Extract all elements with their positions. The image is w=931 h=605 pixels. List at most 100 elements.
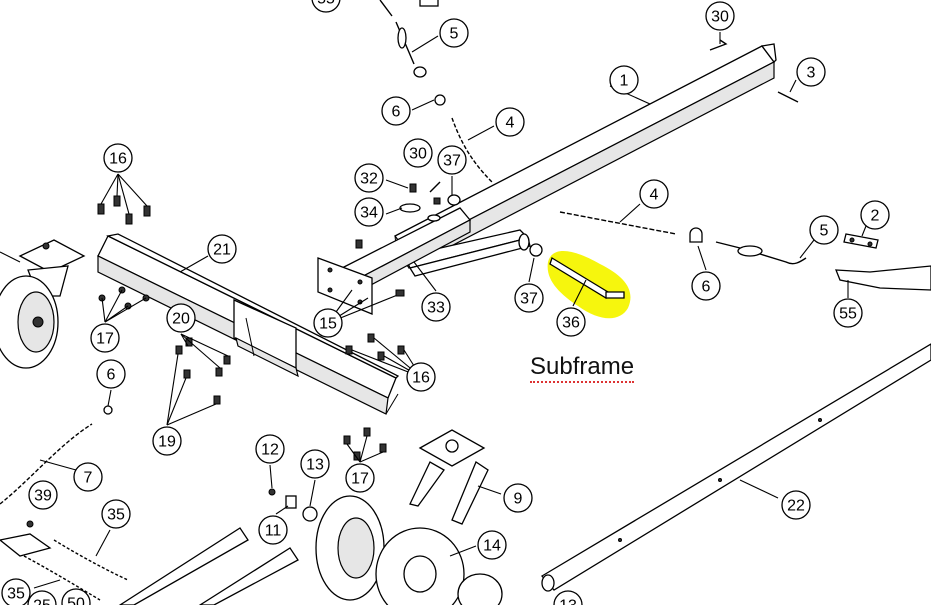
callout-16: 16: [103, 143, 133, 173]
pin-and-clip: [709, 32, 799, 103]
callout-label: 25: [33, 598, 51, 605]
callout-5: 5: [809, 215, 839, 245]
callout-20: 20: [166, 303, 196, 333]
callout-label: 6: [107, 367, 116, 384]
bolts-group-20-19: [166, 333, 231, 426]
callout-50: 50: [61, 588, 91, 605]
callout-label: 5: [450, 26, 459, 43]
top-turnbuckle-chain: [379, 0, 495, 183]
callout-label: 6: [702, 279, 711, 296]
callout-label: 37: [520, 291, 538, 308]
callout-labels: 5553013641630373234422156373655331517201…: [1, 0, 890, 605]
callout-1: 1: [609, 65, 639, 95]
lower-left-frame: [0, 389, 299, 605]
callout-35: 35: [1, 578, 31, 605]
callout-label: 17: [96, 331, 114, 348]
callout-label: 14: [483, 538, 501, 555]
callout-label: 35: [7, 586, 25, 603]
caster-wheel-left: [0, 239, 86, 369]
callout-32: 32: [354, 163, 384, 193]
callout-label: 13: [559, 598, 577, 605]
callout-label: 6: [392, 104, 401, 121]
callout-2: 2: [860, 200, 890, 230]
callout-4: 4: [639, 179, 669, 209]
front-subframe: [97, 233, 400, 415]
callout-label: 17: [351, 471, 369, 488]
callout-label: 7: [84, 470, 93, 487]
callout-25: 25: [27, 590, 57, 605]
callout-label: 20: [172, 311, 190, 328]
callout-35: 35: [101, 499, 131, 529]
callout-55: 55: [833, 298, 863, 328]
callout-label: 30: [711, 9, 729, 26]
callout-label: 16: [412, 370, 430, 387]
callout-label: 13: [306, 457, 324, 474]
callout-label: 12: [261, 442, 279, 459]
callout-label: 32: [360, 171, 378, 188]
callout-21: 21: [207, 234, 237, 264]
callout-55: 55: [311, 0, 341, 13]
callout-36: 36: [556, 307, 586, 337]
callout-label: 4: [650, 187, 659, 204]
callout-34: 34: [354, 197, 384, 227]
callout-label: 30: [409, 146, 427, 163]
callout-label: 11: [265, 523, 282, 540]
diagram-caption: Subframe: [530, 353, 635, 383]
callout-label: 55: [839, 306, 857, 323]
callout-label: 55: [317, 0, 335, 8]
callout-17: 17: [345, 463, 375, 493]
callout-label: 50: [67, 596, 85, 605]
callout-6: 6: [381, 96, 411, 126]
callout-label: 5: [820, 223, 829, 240]
callout-14: 14: [477, 530, 507, 560]
callout-7: 7: [73, 462, 103, 492]
mounting-plate: [317, 257, 373, 315]
callout-19: 19: [152, 426, 182, 456]
callout-17: 17: [90, 323, 120, 353]
callout-label: 19: [158, 434, 176, 451]
callout-label: 1: [620, 73, 629, 90]
callout-6: 6: [96, 359, 126, 389]
callout-label: 3: [807, 65, 816, 82]
wheel-and-tire: [268, 464, 503, 605]
bolts-group-16-top: [97, 173, 151, 225]
callout-label: 35: [107, 507, 125, 524]
callout-37: 37: [514, 283, 544, 313]
callout-label: 16: [109, 151, 127, 168]
callout-3: 3: [796, 57, 826, 87]
callout-11: 11: [258, 515, 288, 545]
tongue-beam: [341, 43, 777, 295]
callout-39: 39: [28, 480, 58, 510]
callout-label: 34: [360, 205, 378, 222]
callout-15: 15: [313, 308, 343, 338]
callout-22: 22: [781, 490, 811, 520]
callout-33: 33: [421, 292, 451, 322]
callout-5: 5: [439, 18, 469, 48]
callout-9: 9: [503, 483, 533, 513]
long-tube-22: [541, 343, 931, 592]
callout-4: 4: [495, 107, 525, 137]
caster-bracket-9: [409, 429, 502, 525]
callout-label: 36: [562, 315, 580, 332]
callout-13: 13: [553, 590, 583, 605]
hardware-cluster: [385, 176, 461, 222]
right-chain-assembly: [559, 203, 931, 298]
callout-12: 12: [255, 434, 285, 464]
callout-label: 22: [787, 498, 805, 515]
pin-part-36: [549, 257, 625, 307]
callout-label: 9: [514, 491, 523, 508]
callout-6: 6: [691, 271, 721, 301]
bolts-group-17-left: [98, 286, 150, 323]
callout-13: 13: [300, 449, 330, 479]
callout-30: 30: [705, 1, 735, 31]
callout-30: 30: [403, 138, 433, 168]
spacer-part-37: [528, 243, 543, 283]
callout-label: 4: [506, 115, 515, 132]
callout-label: 33: [427, 300, 445, 317]
bolts-group-17-lower: [343, 427, 387, 463]
callout-16: 16: [406, 362, 436, 392]
callout-label: 2: [871, 208, 880, 225]
callout-37: 37: [437, 145, 467, 175]
callout-label: 21: [213, 242, 231, 259]
